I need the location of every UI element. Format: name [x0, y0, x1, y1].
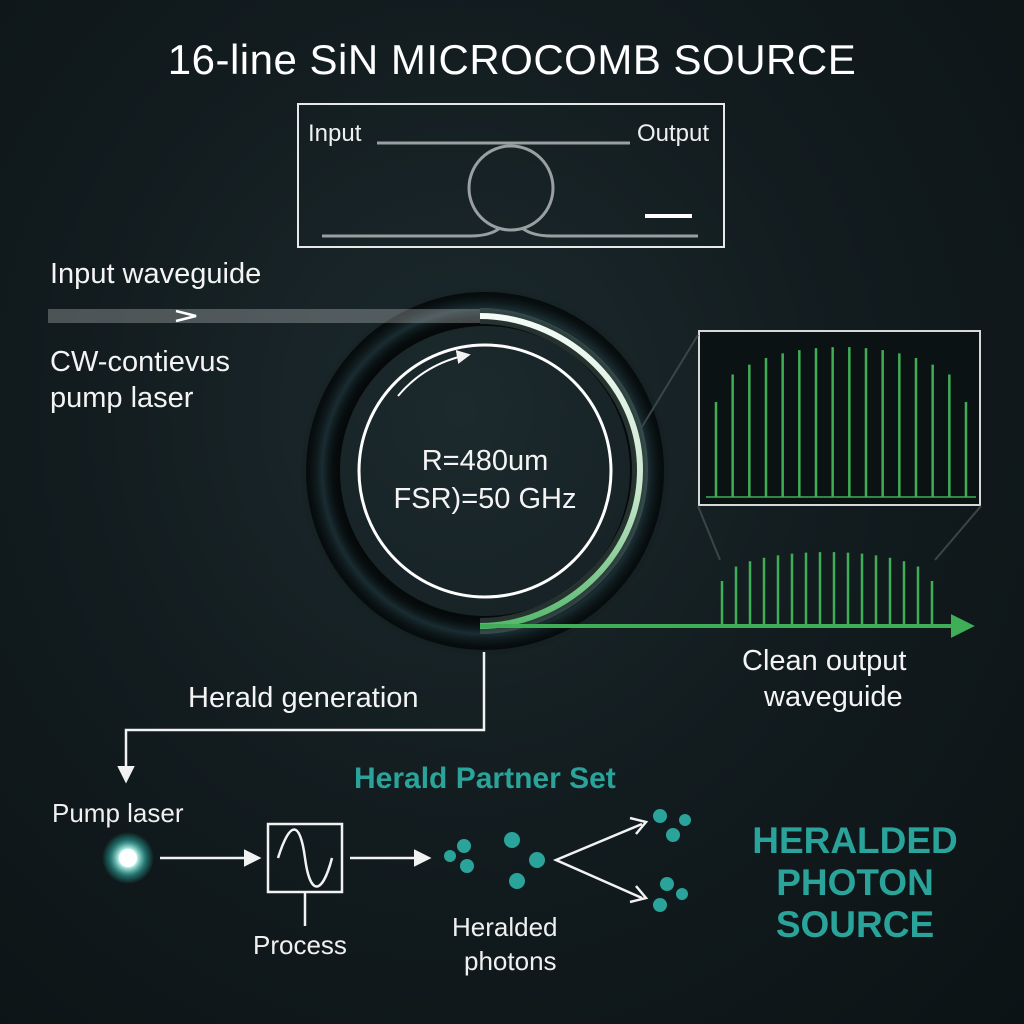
- output-label-line1: Clean output: [742, 645, 907, 677]
- pump-direction-arrow: [175, 309, 197, 323]
- coupled-arc: [479, 313, 644, 629]
- sine-wave-icon: [276, 828, 334, 888]
- herald-partner-set-heading: Herald Partner Set: [354, 762, 616, 795]
- cw-pump-label-line2: pump laser: [50, 382, 194, 414]
- ring-glow: [300, 286, 670, 656]
- zoom-line: [639, 334, 699, 431]
- inner-ring-circle: [357, 343, 613, 599]
- page-title: 16-line SiN MICROCOMB SOURCE: [167, 36, 857, 83]
- heralded-source-line3: SOURCE: [775, 904, 935, 945]
- partner-photon-dots: [653, 809, 691, 912]
- ring-schematic-inset: [297, 103, 725, 248]
- circulation-arrow: [397, 350, 471, 397]
- process-label: Process: [253, 930, 347, 960]
- heralded-source-line2: PHOTON: [776, 862, 934, 903]
- heralded-photons-label-line1: Heralded: [452, 912, 558, 942]
- comb-spectrum-lines: [706, 347, 976, 498]
- inset-output-label: Output: [637, 120, 710, 147]
- heralded-photons-label-line2: photons: [464, 946, 557, 976]
- inset-input-label: Input: [308, 120, 362, 147]
- inset-ring-drawing: [322, 141, 698, 238]
- cw-pump-label-line1: CW-contievus: [50, 346, 230, 378]
- heralded-photon-dots: [444, 832, 545, 889]
- heralded-source-line1: HERALDED: [752, 820, 958, 861]
- herald-path-arrow: [117, 652, 486, 784]
- output-comb-lines: [720, 552, 934, 626]
- herald-generation-label: Herald generation: [188, 682, 419, 714]
- ring-fsr-label: FSR)=50 GHz: [393, 483, 577, 515]
- input-waveguide-label: Input waveguide: [50, 258, 262, 290]
- pump-laser-label: Pump laser: [52, 798, 184, 828]
- ring-radius-label: R=480um: [421, 445, 549, 477]
- split-arrows: [552, 822, 643, 900]
- output-label-line2: waveguide: [764, 681, 903, 713]
